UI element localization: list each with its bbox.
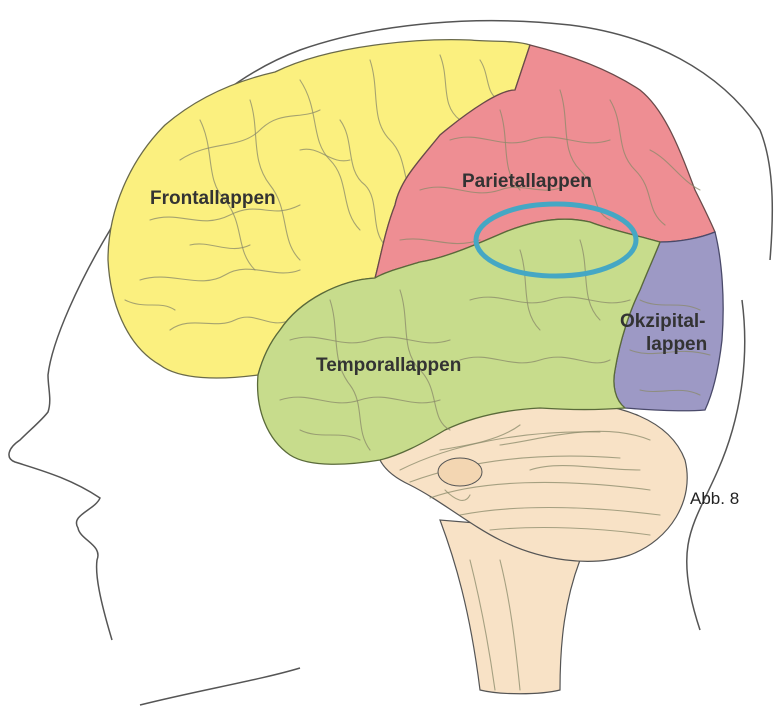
frontal-lobe-label: Frontallappen — [150, 188, 276, 209]
occipital-lobe-label-line2: lappen — [646, 334, 707, 355]
temporal-lobe-label: Temporallappen — [316, 355, 461, 376]
cerebellum — [380, 402, 687, 694]
occipital-lobe-label-line1: Okzipital- — [620, 311, 706, 332]
parietal-lobe-label: Parietallappen — [462, 171, 592, 192]
figure-caption: Abb. 8 — [690, 489, 739, 508]
